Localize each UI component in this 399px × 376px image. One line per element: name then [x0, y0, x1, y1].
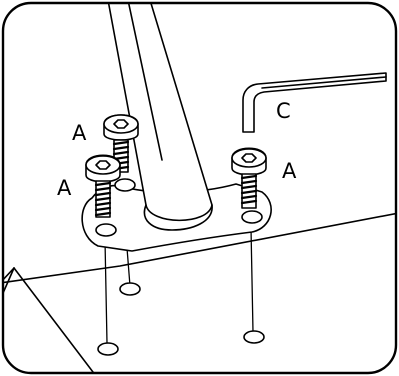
table-leg-bottom-curve — [145, 204, 213, 222]
label-hex-key: C — [276, 99, 291, 123]
screw-upper-left — [103, 114, 139, 173]
tabletop-side-edge — [3, 267, 15, 284]
alignment-lines — [104, 227, 254, 344]
plate-hole-left — [95, 223, 117, 237]
tabletop — [3, 212, 396, 373]
tabletop-front-edge — [13, 267, 97, 373]
tabletop-far-edge — [3, 212, 396, 284]
label-screw-upper-left: A — [72, 121, 87, 145]
hole-middle — [119, 282, 141, 296]
tabletop-left-edge — [3, 267, 15, 301]
plate-holes — [95, 178, 263, 237]
hole-lower-left — [97, 342, 119, 356]
hole-right — [243, 330, 265, 344]
label-screw-right: A — [282, 159, 297, 183]
table-leg — [107, 3, 213, 231]
label-screw-lower-left: A — [57, 176, 72, 200]
screw-lower-left — [85, 154, 121, 218]
screw-right — [231, 147, 267, 209]
hex-key-icon — [242, 72, 387, 133]
table-leg-inner-edge — [127, 3, 163, 161]
plate-hole-middle — [114, 178, 136, 192]
plate-hole-right — [241, 210, 263, 224]
tabletop-holes — [97, 282, 265, 356]
